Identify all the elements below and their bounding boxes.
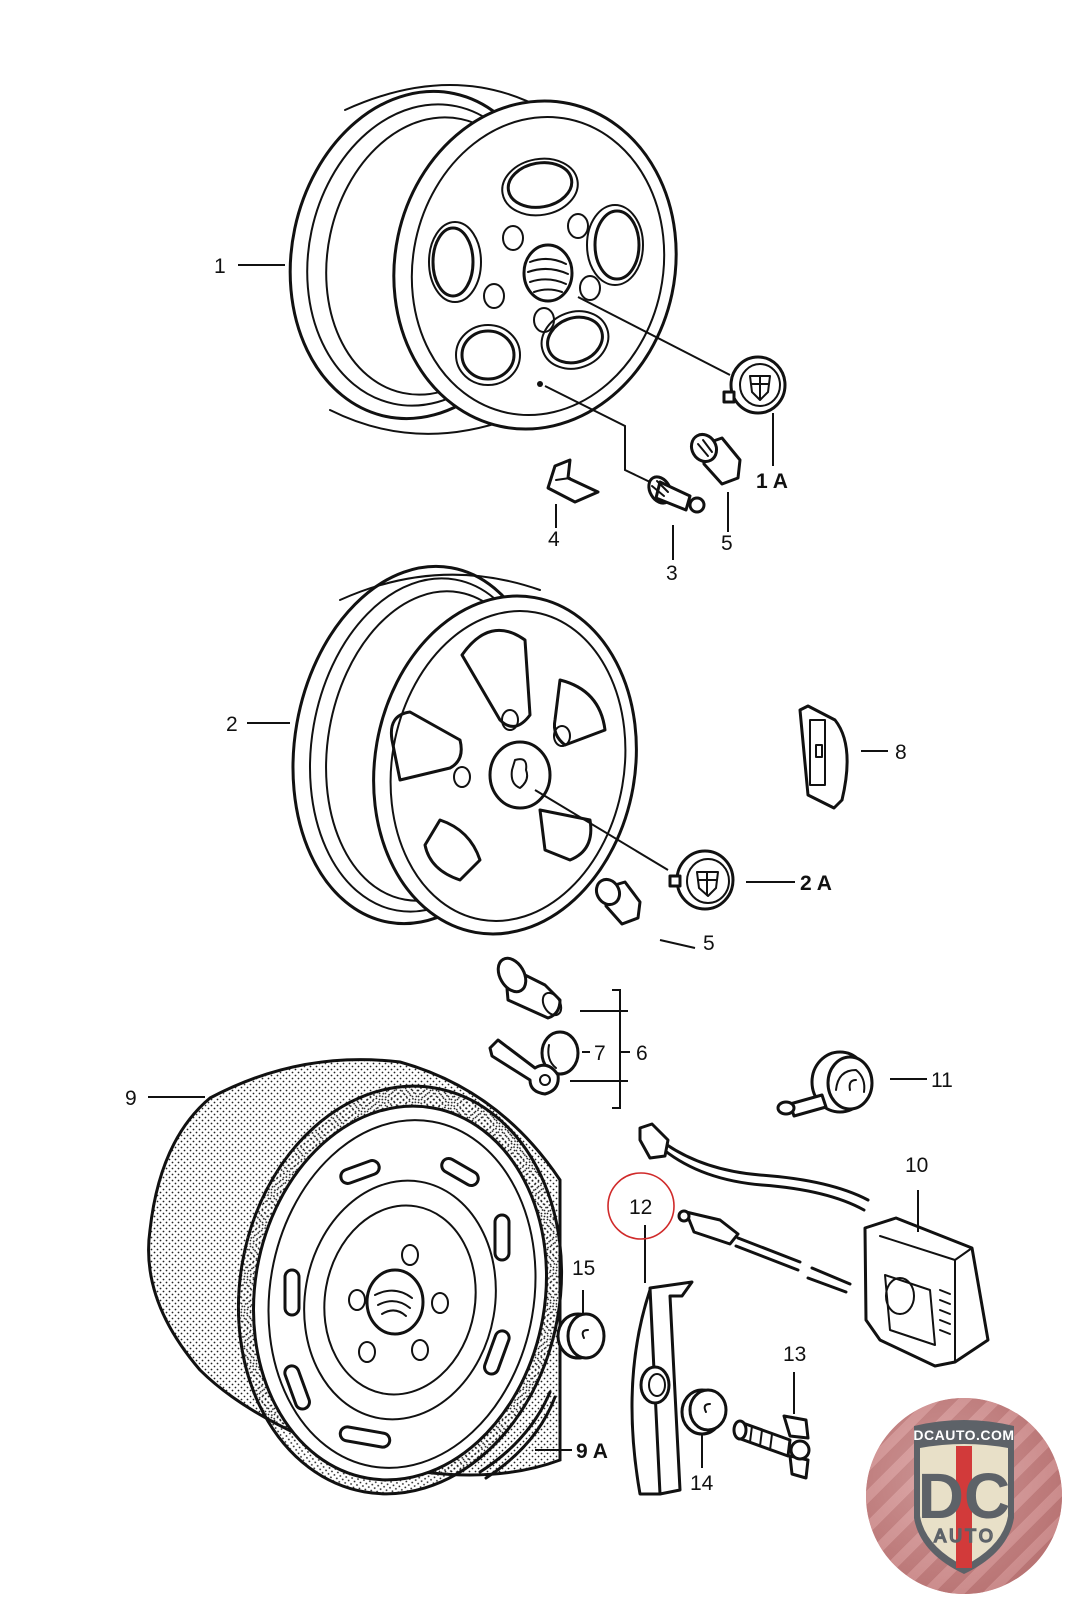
highlight-circle-12 [607, 1172, 675, 1240]
callout-6[interactable]: 6 [636, 1042, 648, 1065]
lock-cylinder[interactable] [493, 953, 565, 1020]
wing-bolt-13[interactable] [732, 1414, 811, 1480]
balance-weight-8[interactable] [798, 704, 849, 810]
callout-3[interactable]: 3 [666, 562, 678, 585]
badge-auto-text: AUTO [934, 1526, 996, 1546]
leader-1A [577, 296, 731, 376]
leader-3 [544, 385, 651, 483]
badge-top-text: DCAUTO.COM [913, 1427, 1014, 1443]
spacer-15[interactable] [556, 1312, 606, 1360]
leader-2A [534, 789, 669, 871]
callout-9A[interactable]: 9 A [576, 1440, 608, 1463]
callout-10[interactable]: 10 [905, 1154, 928, 1177]
callout-14[interactable]: 14 [690, 1472, 714, 1495]
key[interactable] [488, 1038, 560, 1096]
lock-cap-7[interactable] [540, 1030, 580, 1076]
bracket-6 [612, 989, 621, 1109]
callout-1A[interactable]: 1 A [756, 470, 788, 493]
rim-strip-9A[interactable] [478, 1390, 557, 1480]
callout-11[interactable]: 11 [931, 1069, 953, 1092]
wheel-2-drawing[interactable] [266, 546, 663, 955]
callout-9[interactable]: 9 [125, 1087, 137, 1110]
lug-nut-5-mid[interactable] [592, 875, 642, 926]
balance-clip-4[interactable] [546, 458, 600, 504]
callout-2[interactable]: 2 [226, 713, 238, 736]
callout-13[interactable]: 13 [783, 1343, 806, 1366]
callout-15[interactable]: 15 [572, 1257, 595, 1280]
spare-tire-drawing[interactable] [147, 1058, 594, 1520]
pressure-gauge-11[interactable] [776, 1050, 874, 1118]
callout-7[interactable]: 7 [594, 1042, 606, 1065]
center-cap-2A[interactable] [668, 849, 735, 911]
badge-dc-text: DC [918, 1460, 1010, 1532]
lug-nut-5-top[interactable] [687, 430, 742, 486]
callout-4[interactable]: 4 [548, 528, 560, 551]
dcauto-shield-logo: DCAUTO.COM DC AUTO [913, 1420, 1014, 1574]
spacer-14[interactable] [680, 1388, 728, 1436]
valve-stem-3[interactable] [644, 473, 706, 514]
bracket-12[interactable] [630, 1280, 694, 1496]
air-compressor-10[interactable] [638, 1122, 990, 1368]
callout-2A[interactable]: 2 A [800, 872, 832, 895]
callout-12[interactable]: 12 [629, 1196, 652, 1219]
callout-8[interactable]: 8 [895, 741, 907, 764]
callout-1[interactable]: 1 [214, 255, 226, 278]
center-cap-1A[interactable] [722, 355, 787, 415]
dcauto-watermark-badge: DCAUTO.COM DC AUTO [866, 1398, 1062, 1594]
callout-5-top[interactable]: 5 [721, 532, 733, 555]
callout-5-mid[interactable]: 5 [703, 932, 715, 955]
wheel-1-drawing[interactable] [260, 67, 706, 456]
